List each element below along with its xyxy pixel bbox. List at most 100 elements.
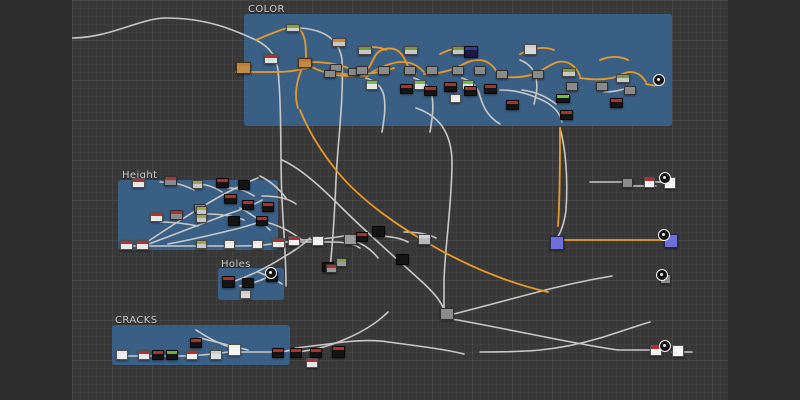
node-tex-coord-2[interactable] (404, 46, 418, 55)
node-cr-img-6[interactable] (290, 348, 302, 358)
node-mix-15[interactable] (624, 86, 636, 95)
node-tex-coord-1[interactable] (358, 46, 372, 55)
node-mix-9[interactable] (452, 66, 464, 75)
node-hole-img-1[interactable] (222, 276, 235, 288)
viewer-aux-1-icon[interactable] (659, 172, 671, 184)
node-cr-val-5[interactable] (306, 358, 318, 368)
node-h-val-4[interactable] (196, 240, 207, 249)
node-h-img-5[interactable] (242, 200, 254, 210)
node-mix-2[interactable] (332, 38, 346, 47)
node-h-img-10[interactable] (120, 240, 133, 250)
node-img-tex-7[interactable] (484, 84, 497, 94)
node-mid-img-1[interactable] (356, 232, 368, 242)
node-header (151, 213, 162, 216)
node-mid-img-2[interactable] (372, 226, 385, 237)
node-mix-6[interactable] (378, 66, 390, 75)
node-img-tex-9[interactable] (560, 110, 573, 120)
node-img-tex-4[interactable] (400, 84, 413, 94)
node-cr-img-4[interactable] (190, 338, 202, 348)
node-cr-img-1[interactable] (138, 350, 150, 360)
node-h-img-3[interactable] (238, 180, 250, 190)
node-mid-val-2[interactable] (312, 236, 324, 246)
node-cr-img-7[interactable] (310, 348, 322, 358)
node-cr-img-2[interactable] (152, 350, 164, 360)
node-h-img-11[interactable] (136, 240, 149, 250)
node-img-tex-1[interactable] (264, 54, 278, 64)
node-mix-13[interactable] (566, 82, 578, 91)
node-tex-coord-4[interactable] (562, 68, 576, 77)
node-mid-val-1[interactable] (288, 236, 300, 246)
node-h-img-1[interactable] (132, 178, 145, 188)
viewer-color-icon[interactable] (653, 74, 665, 86)
node-noise-1[interactable] (366, 80, 378, 90)
node-hole-img-2[interactable] (242, 278, 254, 288)
node-cr-val-1[interactable] (116, 350, 128, 360)
node-header (299, 59, 311, 62)
node-mid-val-3[interactable] (336, 258, 347, 267)
node-h-img-8[interactable] (228, 216, 240, 226)
node-cr-img-3[interactable] (166, 350, 178, 360)
node-mix-5[interactable] (356, 66, 368, 75)
node-img-tex-3[interactable] (524, 44, 537, 55)
node-aux-val-1[interactable] (644, 177, 655, 188)
frame-label-color: COLOR (248, 4, 285, 15)
node-mix-8[interactable] (426, 66, 438, 75)
node-mid-mix-3[interactable] (418, 234, 431, 245)
node-img-tex-6[interactable] (464, 86, 477, 96)
node-tex-coord-5[interactable] (616, 74, 630, 83)
node-h-img-2[interactable] (216, 178, 229, 188)
node-mid-mix-2[interactable] (440, 308, 454, 320)
node-header (253, 241, 262, 244)
node-h-mix-1[interactable] (164, 176, 177, 186)
node-aux-gray-1[interactable] (622, 178, 633, 188)
node-img-tex-10[interactable] (610, 98, 623, 108)
node-header (645, 178, 654, 181)
node-value-white-1[interactable] (450, 94, 461, 103)
node-h-mix-3[interactable] (170, 210, 183, 220)
node-h-img-9[interactable] (256, 216, 268, 226)
node-bump-1[interactable] (556, 94, 570, 103)
node-cr-val-2[interactable] (186, 350, 198, 360)
node-h-img-7[interactable] (150, 212, 163, 222)
node-mix-3[interactable] (330, 64, 342, 72)
node-mid-img-3[interactable] (396, 254, 409, 265)
node-mix-10[interactable] (474, 66, 486, 75)
node-header (465, 87, 476, 90)
node-rgb-1[interactable] (298, 58, 312, 68)
node-img-tex-11[interactable] (444, 82, 457, 92)
viewer-output-icon[interactable] (658, 229, 670, 241)
node-mid-val-4[interactable] (326, 264, 337, 273)
node-cr-img-5[interactable] (272, 348, 284, 358)
node-header (137, 241, 148, 244)
node-img-tex-2[interactable] (464, 46, 478, 58)
node-hole-val-1[interactable] (240, 290, 251, 299)
viewer-aux-3-icon[interactable] (659, 340, 671, 352)
node-noise-2[interactable] (414, 80, 426, 90)
node-img-tex-8[interactable] (506, 100, 519, 110)
viewer-aux-2-icon[interactable] (656, 269, 668, 281)
node-value-1[interactable] (324, 70, 336, 78)
node-header (415, 81, 425, 84)
node-h-img-12[interactable] (272, 238, 285, 248)
node-h-val-5[interactable] (224, 240, 235, 249)
node-cr-val-4[interactable] (228, 344, 241, 356)
node-mix-12[interactable] (532, 70, 544, 79)
node-h-img-4[interactable] (224, 194, 237, 204)
node-header (397, 255, 408, 258)
node-h-val-1[interactable] (192, 180, 203, 189)
node-mix-14[interactable] (596, 82, 608, 91)
node-mix-7[interactable] (404, 66, 416, 75)
node-cr-img-8[interactable] (332, 346, 345, 358)
node-img-tex-5[interactable] (424, 86, 437, 96)
node-color-ramp-1[interactable] (286, 24, 300, 32)
node-h-img-6[interactable] (262, 202, 274, 212)
node-h-val-6[interactable] (252, 240, 263, 249)
node-img-tex-12[interactable] (236, 62, 251, 74)
viewer-holes-icon[interactable] (265, 267, 277, 279)
node-cr-val-3[interactable] (210, 350, 222, 360)
node-h-val-3[interactable] (196, 214, 207, 223)
node-aux-val-4[interactable] (672, 345, 684, 357)
node-mix-11[interactable] (496, 70, 508, 79)
node-out-material[interactable] (550, 236, 564, 250)
